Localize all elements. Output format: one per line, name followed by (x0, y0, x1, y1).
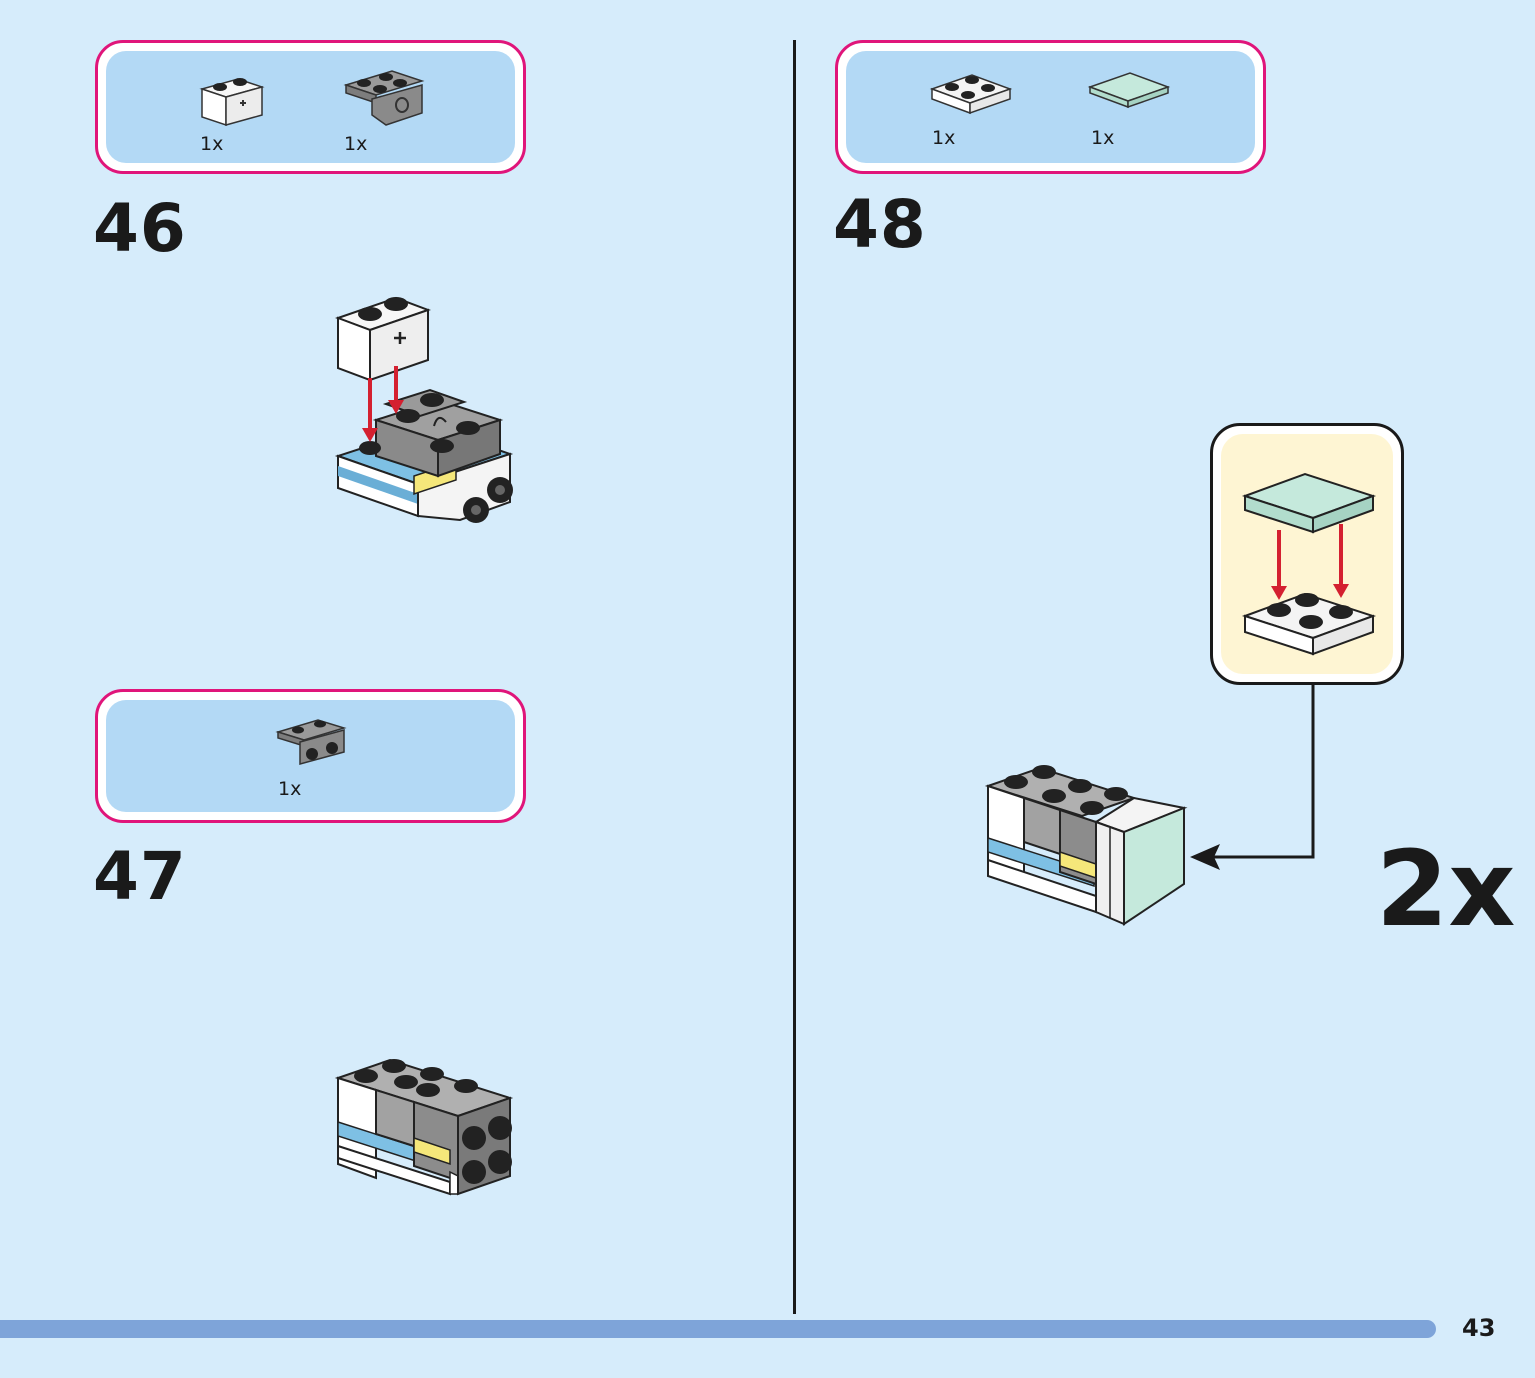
step-number-47: 47 (93, 838, 187, 915)
aqua-tile-2x2-icon (1087, 72, 1171, 109)
footer-bar (0, 1320, 1436, 1338)
part-qty: 1x (200, 133, 224, 155)
gray-bracket-icon (275, 719, 347, 765)
white-brick-axle-icon (199, 78, 265, 127)
part-qty: 1x (932, 127, 956, 149)
page-number: 43 (1462, 1314, 1496, 1342)
step-47-parts-box: 1x (95, 689, 526, 823)
build-multiplier: 2x (1376, 828, 1516, 950)
step-number-48: 48 (833, 186, 927, 263)
page-divider (793, 40, 796, 1314)
sub-assembly-callout (1210, 423, 1404, 685)
step-46-assembly (334, 296, 514, 523)
step-number-46: 46 (93, 190, 187, 267)
step-46-parts-box: 1x 1x (95, 40, 526, 174)
callout-connector-arrow (1190, 684, 1315, 870)
step-47-assembly (334, 1058, 514, 1196)
part-qty: 1x (278, 778, 302, 800)
white-plate-2x2-icon (929, 74, 1013, 115)
part-qty: 1x (344, 133, 368, 155)
step-48-parts-box: 1x 1x (835, 40, 1266, 174)
sub-assembly-diagram (1241, 472, 1377, 656)
gray-brick-pin-hole-icon (343, 70, 425, 126)
step-48-assembly (984, 765, 1188, 926)
part-qty: 1x (1091, 127, 1115, 149)
